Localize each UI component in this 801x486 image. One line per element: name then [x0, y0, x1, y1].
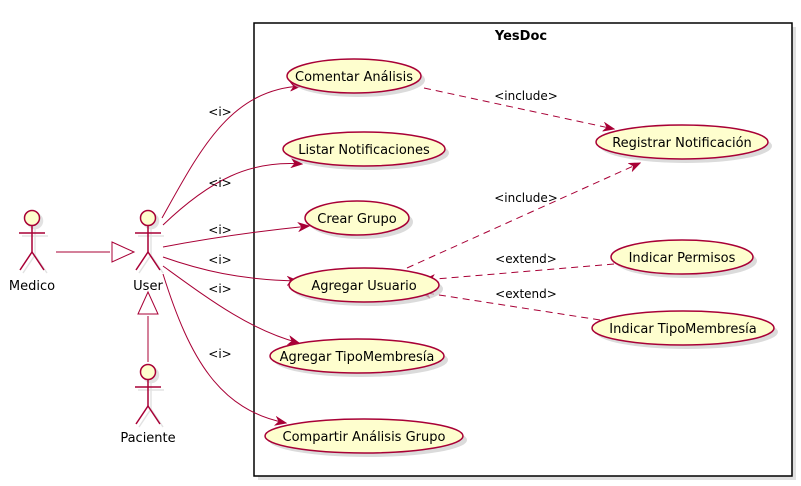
association-line	[162, 273, 286, 423]
usecase-label: Comentar Análisis	[295, 70, 413, 85]
dependency-label: <extend>	[495, 287, 557, 301]
association-label: <i>	[208, 282, 231, 296]
association-label: <i>	[208, 253, 231, 267]
usecase-crear: Crear Grupo	[304, 200, 413, 239]
generalization-medico-user	[56, 241, 136, 263]
dependency-agregar_usuario-registrar: <include>	[406, 163, 640, 269]
association-line	[162, 265, 299, 343]
usecase-ellipse	[304, 200, 410, 236]
usecase-indicar_tipo: Indicar TipoMembresía	[591, 310, 778, 349]
association-line	[162, 256, 298, 281]
usecase-agregar_tipo: Agregar TipoMembresía	[269, 338, 448, 377]
actor-label: User	[133, 279, 163, 294]
association-comentar: <i>	[161, 86, 301, 219]
association-agregar_usuario: <i>	[162, 253, 298, 281]
usecase-compartir: Compartir Análisis Grupo	[264, 418, 467, 457]
actor-user: User	[133, 209, 164, 294]
usecase-agregar_usuario: Agregar Usuario	[288, 267, 443, 306]
association-label: <i>	[208, 223, 231, 237]
usecase-ellipse	[288, 267, 440, 303]
association-label: <i>	[208, 105, 231, 119]
dependency-label: <extend>	[495, 252, 557, 266]
actor-label: Medico	[9, 279, 55, 294]
dependency-label: <include>	[494, 89, 558, 103]
usecase-permisos: Indicar Permisos	[610, 239, 757, 278]
usecase-ellipse	[610, 239, 754, 275]
association-line	[162, 226, 309, 248]
dependency-comentar-registrar: <include>	[423, 87, 614, 129]
edges: <i> <i> <i> <i> <i> <i> <include> <include> <ext…	[56, 86, 640, 423]
dependency-permisos-agregar_usuario: <extend>	[424, 252, 615, 280]
actor-label: Paciente	[120, 431, 175, 446]
usecase-label: Indicar Permisos	[629, 251, 736, 266]
association-label: <i>	[208, 176, 231, 190]
usecase-label: Agregar TipoMembresía	[280, 350, 435, 365]
association-line	[162, 164, 302, 226]
usecase-ellipse	[269, 338, 445, 374]
dependency-line	[420, 292, 601, 321]
association-listar: <i>	[162, 164, 302, 226]
usecase-listar: Listar Notificaciones	[282, 131, 449, 170]
association-label: <i>	[208, 347, 231, 361]
usecase-ellipse	[282, 131, 446, 167]
association-line	[161, 86, 301, 219]
usecase-label: Registrar Notificación	[612, 136, 752, 151]
actor-figure	[19, 209, 45, 271]
association-compartir: <i>	[162, 273, 286, 423]
usecase-label: Crear Grupo	[317, 212, 396, 227]
usecase-ellipse	[264, 418, 464, 454]
generalization-arrowhead	[137, 290, 159, 315]
dependency-label: <include>	[494, 191, 558, 205]
usecase-label: Compartir Análisis Grupo	[283, 430, 446, 445]
usecase-registrar: Registrar Notificación	[595, 124, 772, 163]
usecase-ellipse	[591, 310, 775, 346]
actor-paciente: Paciente	[120, 363, 176, 446]
usecase-label: Agregar Usuario	[311, 279, 416, 294]
actor-figure	[135, 209, 161, 271]
usecase-comentar: Comentar Análisis	[286, 58, 425, 97]
dependency-indicar_tipo-agregar_usuario: <extend>	[420, 287, 601, 321]
usecase-ellipse	[286, 58, 422, 94]
usecase-label: Indicar TipoMembresía	[609, 322, 756, 337]
actor-figure	[135, 363, 161, 425]
dependency-line	[423, 87, 614, 129]
dependency-line	[424, 263, 615, 280]
association-agregar_tipo: <i>	[162, 265, 299, 343]
actor-medico: Medico	[9, 209, 55, 294]
usecase-label: Listar Notificaciones	[298, 143, 430, 158]
association-crear: <i>	[162, 223, 309, 248]
dependency-line	[406, 163, 640, 269]
usecase-ellipse	[595, 124, 769, 160]
system-title: YesDoc	[494, 29, 547, 44]
generalization-paciente-user	[137, 290, 159, 362]
generalization-arrowhead	[111, 241, 136, 263]
